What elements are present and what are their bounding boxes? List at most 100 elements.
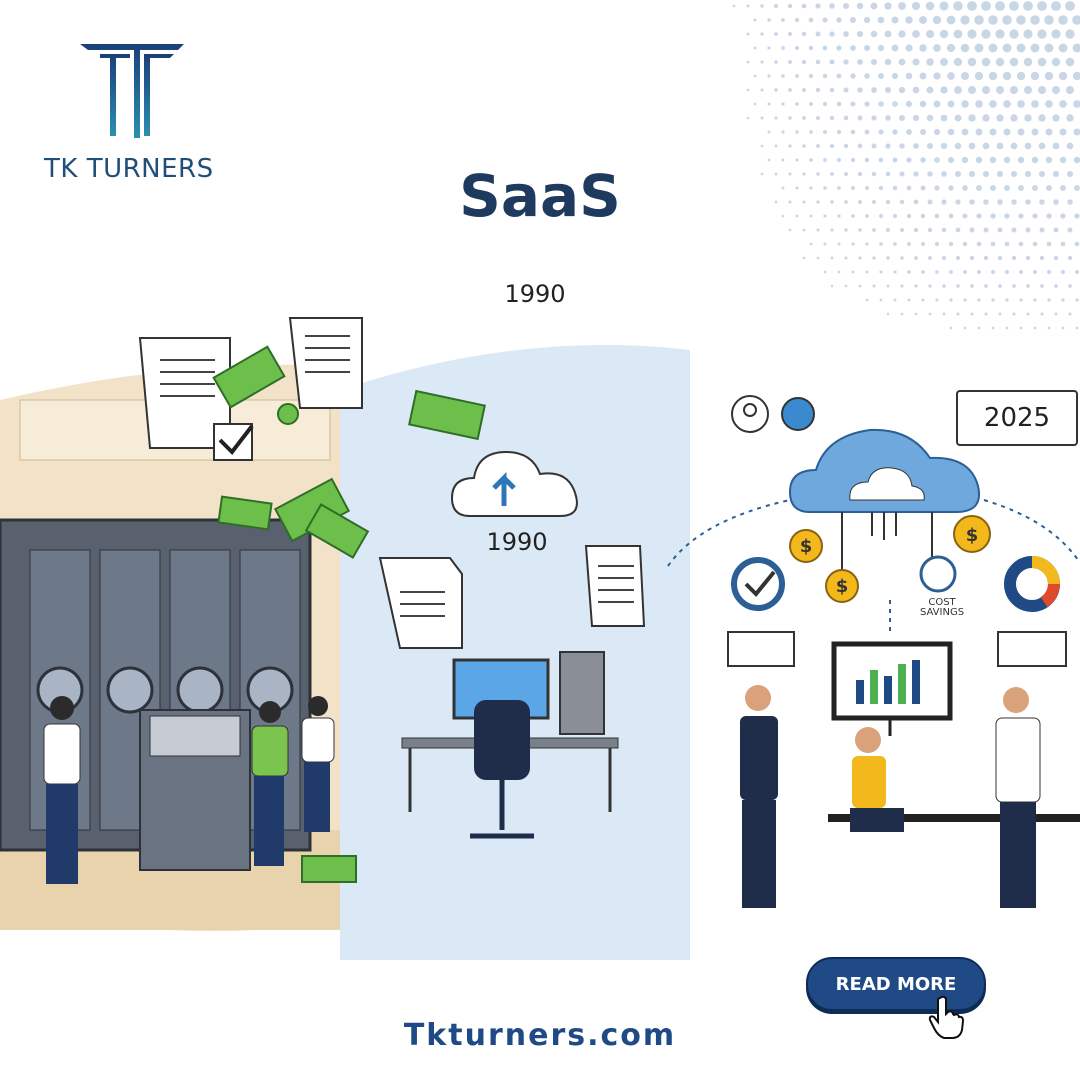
- pattern-dot: [977, 270, 981, 274]
- pattern-dot: [920, 185, 926, 191]
- pattern-dot: [823, 130, 827, 134]
- pattern-dot: [989, 100, 997, 108]
- pattern-dot: [976, 185, 982, 191]
- pattern-dot: [1065, 1, 1075, 11]
- pattern-dot: [942, 284, 946, 288]
- pattern-dot: [927, 143, 933, 149]
- pattern-dot: [872, 256, 876, 260]
- right-workers: [740, 685, 1041, 908]
- pattern-dot: [1025, 227, 1031, 233]
- tk-logo-mark: [80, 44, 184, 138]
- pattern-dot: [948, 157, 954, 163]
- pattern-dot: [1017, 156, 1025, 164]
- pattern-dot: [970, 284, 974, 288]
- pattern-dot: [1002, 15, 1012, 25]
- pattern-dot: [823, 186, 827, 190]
- pattern-dot: [732, 4, 736, 8]
- pattern-dot: [967, 85, 977, 95]
- pattern-dot: [995, 29, 1005, 39]
- pattern-dot: [927, 171, 933, 177]
- pattern-dot: [962, 213, 968, 219]
- pattern-dot: [954, 86, 962, 94]
- pattern-dot: [836, 17, 842, 23]
- pattern-dot: [767, 46, 771, 50]
- pattern-dot: [898, 2, 906, 10]
- pattern-dot: [856, 30, 864, 38]
- pattern-dot: [760, 32, 764, 36]
- pattern-dot: [1067, 255, 1073, 261]
- pattern-dot: [983, 255, 989, 261]
- pattern-dot: [1019, 298, 1023, 302]
- pattern-dot: [1012, 284, 1016, 288]
- pattern-dot: [968, 170, 976, 178]
- pattern-dot: [809, 102, 813, 106]
- pattern-dot: [795, 158, 799, 162]
- pattern-dot: [967, 57, 977, 67]
- pattern-dot: [774, 200, 778, 204]
- pattern-dot: [767, 18, 771, 22]
- pattern-dot: [1039, 255, 1045, 261]
- pattern-dot: [925, 1, 935, 11]
- dot-pattern-decoration: [732, 1, 1080, 330]
- pattern-dot: [794, 17, 800, 23]
- pattern-dot: [808, 73, 814, 79]
- pattern-dot: [878, 157, 884, 163]
- pattern-dot: [933, 44, 941, 52]
- pattern-dot: [836, 129, 842, 135]
- pattern-dot: [955, 171, 961, 177]
- pattern-dot: [1065, 29, 1075, 39]
- pattern-dot: [794, 45, 800, 51]
- document-lines: [160, 335, 634, 617]
- pattern-dot: [921, 270, 925, 274]
- pattern-dot: [913, 199, 919, 205]
- pattern-dot: [1052, 142, 1060, 150]
- pattern-dot: [1066, 170, 1074, 178]
- pattern-dot: [899, 143, 905, 149]
- pattern-dot: [753, 74, 757, 78]
- pattern-dot: [760, 60, 764, 64]
- pattern-dot: [1040, 284, 1044, 288]
- read-more-button[interactable]: READ MORE: [806, 957, 986, 1011]
- pattern-dot: [1038, 170, 1046, 178]
- pattern-dot: [1037, 57, 1047, 67]
- svg-text:$: $: [966, 525, 979, 546]
- website-url[interactable]: Tkturners.com: [403, 1018, 677, 1053]
- pattern-dot: [962, 185, 968, 191]
- pattern-dot: [906, 129, 912, 135]
- pattern-dot: [969, 227, 975, 233]
- pattern-dot: [1051, 85, 1061, 95]
- pattern-dot: [822, 73, 828, 79]
- pattern-dot: [982, 170, 990, 178]
- pattern-dot: [1011, 227, 1017, 233]
- pattern-dot: [801, 31, 807, 37]
- pattern-dot: [857, 87, 863, 93]
- pattern-dot: [884, 58, 892, 66]
- pattern-dot: [809, 242, 813, 246]
- pattern-dot: [1003, 100, 1011, 108]
- pattern-dot: [892, 101, 898, 107]
- pattern-dot: [886, 228, 890, 232]
- workstation-desk: [401, 651, 619, 839]
- pattern-dot: [921, 242, 925, 246]
- pattern-dot: [912, 114, 920, 122]
- pattern-dot: [906, 185, 912, 191]
- pattern-dot: [975, 100, 983, 108]
- pattern-dot: [885, 115, 891, 121]
- pattern-dot: [947, 100, 955, 108]
- user-icons: [731, 395, 815, 433]
- pattern-dot: [1061, 270, 1065, 274]
- pattern-dot: [911, 1, 921, 11]
- pattern-dot: [996, 170, 1004, 178]
- pattern-dot: [981, 57, 991, 67]
- pattern-dot: [995, 85, 1005, 95]
- pattern-dot: [1004, 241, 1010, 247]
- left-workers: [43, 696, 335, 884]
- pattern-dot: [788, 88, 792, 92]
- pattern-dot: [851, 214, 855, 218]
- pattern-dot: [788, 200, 792, 204]
- pattern-dot: [760, 88, 764, 92]
- pattern-dot: [1072, 43, 1080, 53]
- pattern-dot: [851, 270, 855, 274]
- pattern-dot: [940, 86, 948, 94]
